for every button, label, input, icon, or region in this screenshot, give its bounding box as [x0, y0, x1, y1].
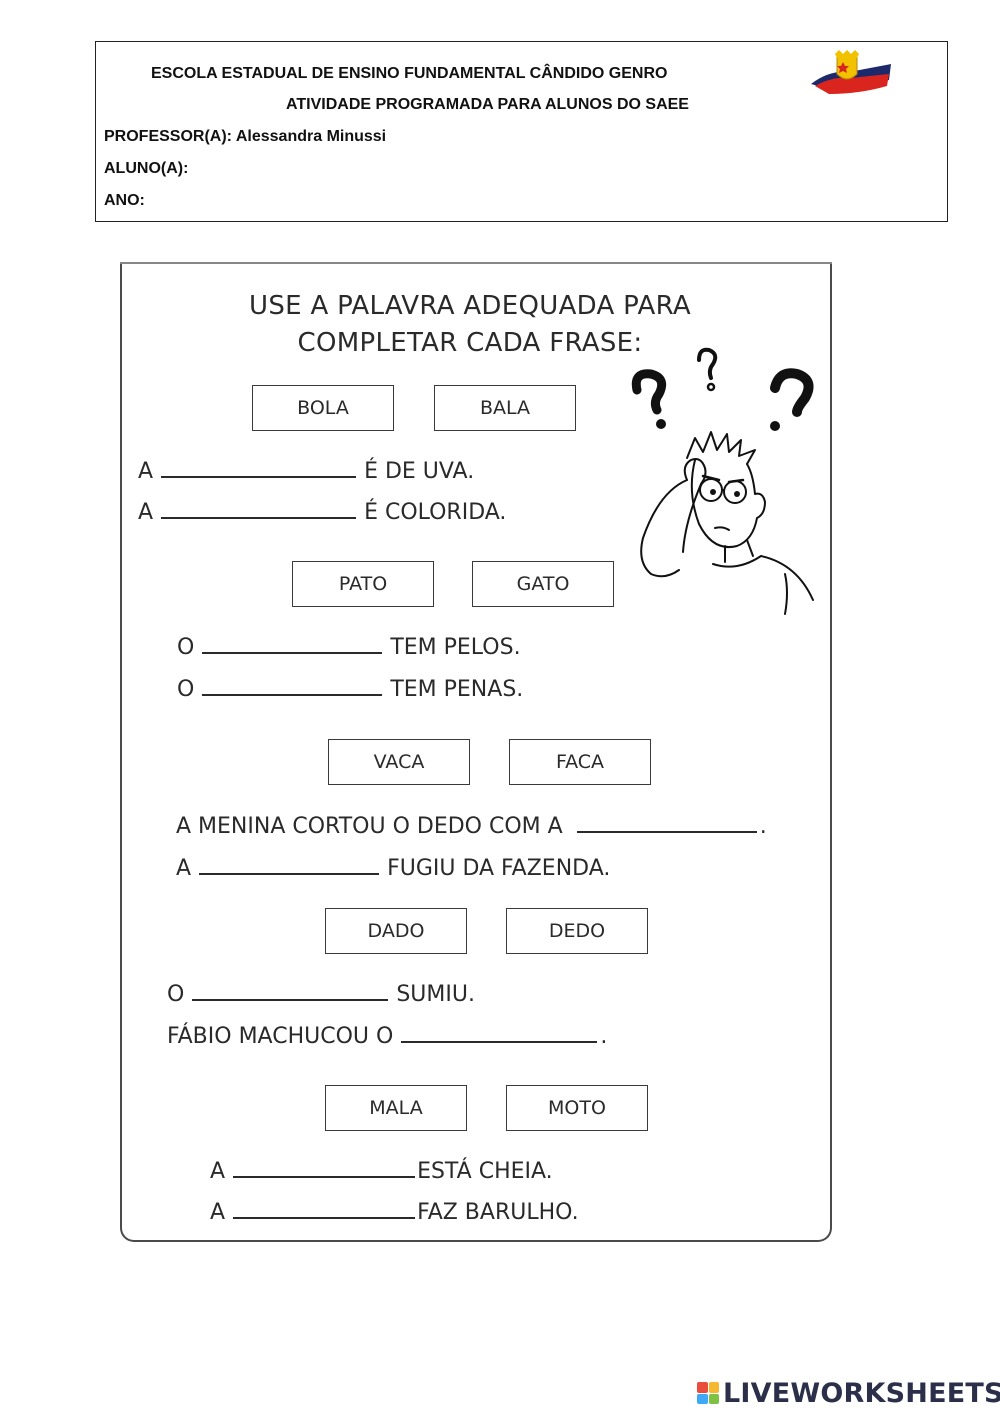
answer-blank[interactable]	[576, 807, 757, 833]
school-logo	[811, 50, 891, 94]
sentence: O TEM PENAS.	[177, 670, 523, 702]
sentence: O SUMIU.	[167, 975, 475, 1007]
answer-blank[interactable]	[161, 452, 357, 478]
sentence-start: A	[176, 856, 192, 881]
word-box: BOLA	[252, 385, 394, 431]
word-box: PATO	[292, 561, 434, 607]
sentence-start: O	[167, 982, 185, 1007]
sentence-end: .	[600, 1024, 608, 1049]
sentence-end: FAZ BARULHO.	[417, 1200, 579, 1225]
question-mark-icon	[697, 347, 718, 392]
liveworksheets-watermark: LIVEWORKSHEETS	[697, 1376, 1000, 1410]
sentence-end: FUGIU DA FAZENDA.	[387, 856, 611, 881]
answer-blank[interactable]	[199, 849, 380, 875]
answer-blank[interactable]	[233, 1193, 416, 1219]
word-box: GATO	[472, 561, 614, 607]
answer-blank[interactable]	[233, 1152, 416, 1178]
sentence-end: É COLORIDA.	[364, 500, 507, 525]
activity-title: ATIVIDADE PROGRAMADA PARA ALUNOS DO SAEE	[286, 96, 689, 113]
sentence-end: É DE UVA.	[364, 459, 475, 484]
answer-blank[interactable]	[202, 628, 383, 654]
sentence-start: A	[210, 1159, 226, 1184]
word-box: DADO	[325, 908, 467, 954]
sentence: A É COLORIDA.	[138, 493, 506, 525]
sentence: A FUGIU DA FAZENDA.	[176, 849, 610, 881]
word-box: MALA	[325, 1085, 467, 1131]
liveworksheets-logo-icon	[697, 1382, 719, 1404]
teacher-label: PROFESSOR(A): Alessandra Minussi	[104, 128, 387, 145]
sentence: A ESTÁ CHEIA.	[210, 1152, 553, 1184]
answer-blank[interactable]	[192, 975, 389, 1001]
word-box: DEDO	[506, 908, 648, 954]
card-top-edge	[120, 262, 832, 264]
sentence: A FAZ BARULHO.	[210, 1193, 579, 1225]
word-box: FACA	[509, 739, 651, 785]
sentence-end: .	[759, 814, 767, 839]
question-mark-icon	[770, 368, 814, 431]
sentence-end: SUMIU.	[396, 982, 475, 1007]
sentence-start: A	[210, 1200, 226, 1225]
word-box: BALA	[434, 385, 576, 431]
word-box: MOTO	[506, 1085, 648, 1131]
sentence-start: A MENINA CORTOU O DEDO COM A	[176, 814, 563, 839]
sentence-end: TEM PELOS.	[390, 635, 521, 660]
sentence-start: A	[138, 459, 154, 484]
watermark-text: LIVEWORKSHEETS	[723, 1377, 1000, 1409]
sentence-start: O	[177, 677, 195, 702]
sentence-start: A	[138, 500, 154, 525]
sentence-end: TEM PENAS.	[390, 677, 524, 702]
thinking-boy-illustration	[631, 347, 814, 615]
sentence-start: FÁBIO MACHUCOU O	[167, 1024, 394, 1049]
sentence-start: O	[177, 635, 195, 660]
instruction-title-line2: COMPLETAR CADA FRASE:	[297, 328, 643, 358]
word-box: VACA	[328, 739, 470, 785]
sentence: FÁBIO MACHUCOU O .	[167, 1017, 607, 1049]
school-name: ESCOLA ESTADUAL DE ENSINO FUNDAMENTAL CÂ…	[151, 65, 668, 82]
sentence: A MENINA CORTOU O DEDO COM A .	[176, 807, 767, 839]
student-label: ALUNO(A):	[104, 160, 189, 177]
sentence-end: ESTÁ CHEIA.	[417, 1159, 553, 1184]
answer-blank[interactable]	[161, 493, 357, 519]
question-mark-icon	[631, 369, 667, 429]
year-label: ANO:	[104, 192, 145, 209]
sentence: O TEM PELOS.	[177, 628, 521, 660]
answer-blank[interactable]	[202, 670, 383, 696]
worksheet-card	[120, 262, 832, 1242]
sentence: A É DE UVA.	[138, 452, 474, 484]
answer-blank[interactable]	[401, 1017, 598, 1043]
school-header: ESCOLA ESTADUAL DE ENSINO FUNDAMENTAL CÂ…	[95, 41, 948, 222]
instruction-title-line1: USE A PALAVRA ADEQUADA PARA	[249, 291, 691, 321]
